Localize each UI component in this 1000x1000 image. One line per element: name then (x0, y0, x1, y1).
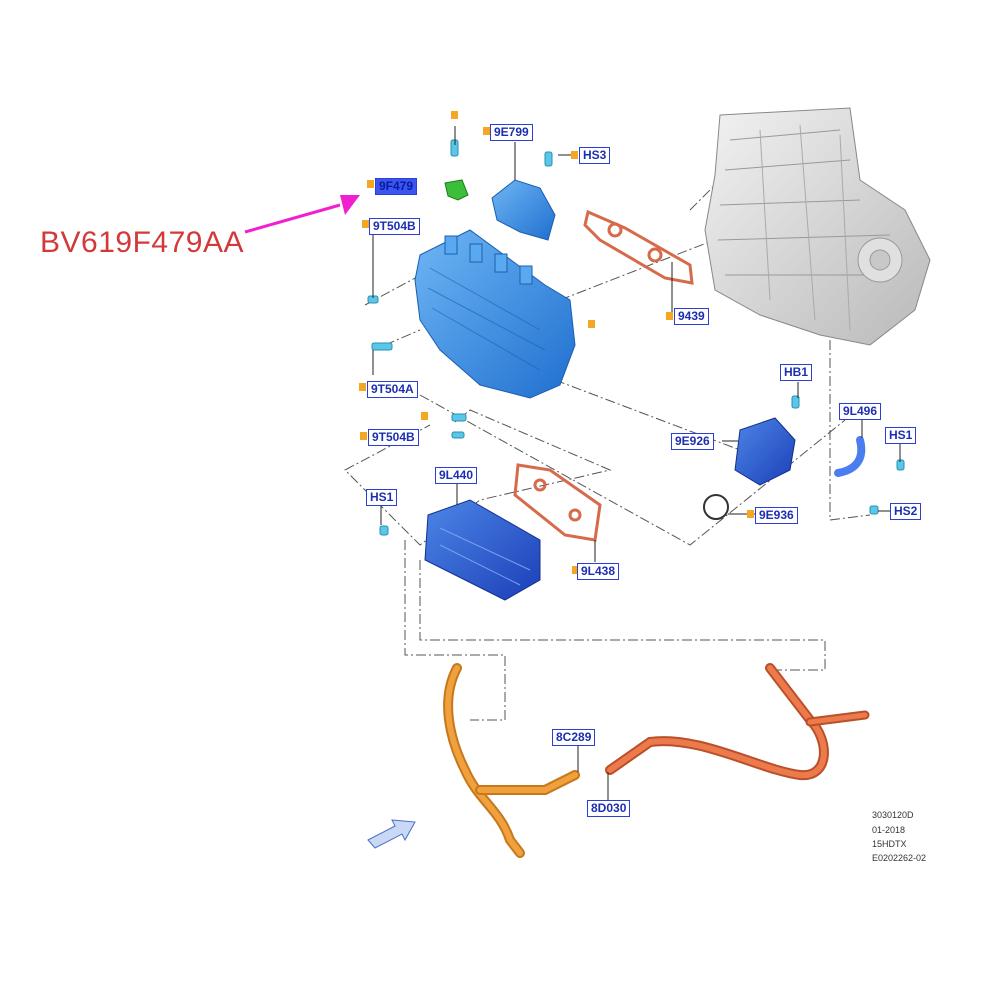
hose-9l496-part (834, 436, 866, 477)
callout-leaders (372, 126, 901, 800)
gasket-9l438-part (513, 463, 602, 542)
callout-9l438: 9L438 (577, 563, 620, 580)
callout-hs1-left: HS1 (366, 489, 398, 506)
callout-9f479: 9F479 (375, 178, 418, 195)
pointer-arrow (244, 195, 360, 234)
callout-9e926: 9E926 (671, 433, 714, 450)
callout-9l440: 9L440 (435, 467, 478, 484)
o-ring-9e936-part (703, 494, 729, 520)
pipe-8d030-part (605, 663, 870, 781)
callout-9t504b-top: 9T504B (369, 218, 420, 235)
callout-hs3: HS3 (579, 147, 611, 164)
callout-9t504a: 9T504A (367, 381, 418, 398)
marker-square (360, 432, 367, 440)
callout-9e799: 9E799 (490, 124, 533, 141)
marker-square (747, 510, 754, 518)
callout-hb1: HB1 (780, 364, 813, 381)
view-direction-icon (367, 819, 416, 849)
marker-square (367, 180, 374, 188)
marker-square (588, 320, 595, 328)
marker-square (666, 312, 673, 320)
marker-square (421, 412, 428, 420)
callout-hs1-right: HS1 (885, 427, 917, 444)
marker-square (572, 566, 579, 574)
hose-8c289-part (443, 663, 580, 858)
callout-8d030: 8D030 (587, 800, 631, 817)
gasket-9439-part (583, 209, 694, 285)
marker-square (571, 151, 578, 159)
marker-square (362, 220, 369, 228)
callout-8c289: 8C289 (552, 729, 596, 746)
marker-square (359, 383, 366, 391)
reference-line-3: 15HDTX (872, 839, 907, 849)
callout-9e936: 9E936 (755, 507, 798, 524)
intake-manifold (414, 229, 576, 399)
throttle-body-cover (491, 179, 556, 241)
callout-9439: 9439 (674, 308, 709, 325)
valve-9e926-part (734, 417, 796, 486)
cooler-9l440-part (424, 499, 541, 601)
callout-hs2: HS2 (890, 503, 922, 520)
reference-line-4: E0202262-02 (872, 853, 927, 861)
engine-block (704, 107, 931, 346)
sensor-9f479-part (444, 179, 469, 201)
marker-square (483, 127, 490, 135)
reference-line-2: 01-2018 (872, 825, 906, 835)
marker-square (451, 111, 458, 119)
reference-line-1: 3030120D (872, 810, 914, 820)
callout-9t504b-bottom: 9T504B (368, 429, 419, 446)
callout-9l496: 9L496 (839, 403, 882, 420)
part-number-label: BV619F479AA (40, 226, 244, 259)
